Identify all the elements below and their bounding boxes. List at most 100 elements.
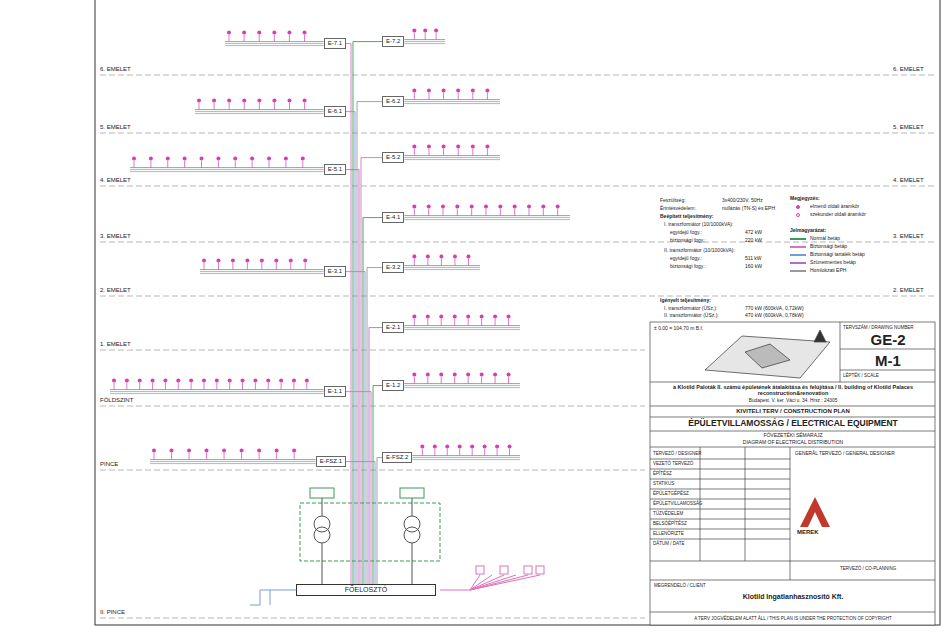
load-symbol [303,99,307,103]
legend-swatch [790,270,806,272]
bus-line [404,215,570,216]
load-stub [514,209,515,216]
floor-level-line [100,296,935,297]
title-block-text: Budapest, V. ker. Váci u. 34. Hrsz.: 243… [654,398,932,404]
load-stub [427,259,428,266]
load-symbol [493,315,497,319]
floor-label: 1. EMELET [100,341,131,348]
legend-swatch [790,262,806,264]
load-stub [427,377,428,384]
title-block-text: GE-2 [843,331,933,348]
legend-text: elmenő oldali áramkör [810,204,859,210]
load-stub [285,161,286,168]
load-stub [201,161,202,168]
load-symbol [279,379,283,383]
load-stub [268,383,269,390]
mv-cell [310,488,334,498]
floor-label: II. PINCE [100,609,125,616]
load-symbol [274,259,278,263]
load-stub [289,35,290,42]
load-stub [543,209,544,216]
load-stub [206,453,207,460]
distribution-board: E-6.2 [382,96,404,107]
load-stub [434,449,435,456]
title-block-text: MEREK [797,529,819,536]
load-stub [509,449,510,456]
table-row-line [650,509,790,510]
note-text: 511 kW [745,256,762,262]
title-block-text: DIAGRAM OF ELECTRICAL DISTRIBUTION [654,440,932,446]
legend-symbol [796,205,800,209]
note-text: Érintésvédelem: [660,206,696,212]
load-symbol [412,315,416,319]
load-symbol [272,31,276,35]
load-symbol [149,157,153,161]
substation-equipment [250,488,544,605]
load-stub [232,263,233,270]
board-name: E-1.1 [328,388,342,395]
bus-line [195,113,324,114]
legend-swatch [790,246,806,248]
load-symbol [189,379,193,383]
feeder-cable [346,272,365,584]
load-symbol [287,99,291,103]
load-symbol [170,449,174,453]
load-symbol [305,379,309,383]
load-symbol [412,255,416,259]
load-stub [414,259,415,266]
load-stub [472,93,473,100]
load-stub [454,319,455,326]
load-symbol [257,31,261,35]
load-symbol [303,31,307,35]
bus-line [404,101,500,102]
load-symbol [176,379,180,383]
load-symbol [240,449,244,453]
load-symbol [245,259,249,263]
load-stub [436,33,437,40]
load-symbol [453,373,457,377]
load-symbol [151,379,155,383]
load-symbol [441,205,445,209]
title-block-text: GENERÁL TERVEZŐ / GENERAL DESIGNER [795,451,895,457]
load-stub [495,377,496,384]
load-stub [472,149,473,156]
load-symbol [231,259,235,263]
load-stub [468,377,469,384]
title-block-text: TERVEZŐ / CO-PLANNING [840,566,896,571]
note-text: I. transzformátor (10/1000kVA): [664,222,733,228]
load-symbol [480,315,484,319]
load-symbol [470,445,474,449]
note-text: 770 kW (600kVA, 0,72kW) [745,306,804,312]
load-symbol [216,259,220,263]
load-symbol [541,205,545,209]
load-symbol [426,315,430,319]
north-arrow [814,330,826,342]
load-symbol [200,157,204,161]
load-symbol [132,157,136,161]
load-symbol [427,205,431,209]
load-symbol [287,31,291,35]
load-stub [229,103,230,110]
bus-line [404,219,570,220]
title-block-text: ÉPÍTÉSZ [653,471,672,476]
title-block-text: KIVITELI TERV / CONSTRUCTION PLAN [654,408,932,415]
load-stub [218,161,219,168]
bus-line [404,39,445,40]
load-stub [134,161,135,168]
feeder-cable [367,268,382,584]
load-stub [184,161,185,168]
floor-label: FÖLDSZINT [100,397,133,404]
transformer-symbol [314,527,330,543]
breaker-symbol [476,566,484,574]
load-symbol [412,373,416,377]
bus-line [404,383,520,384]
feeder-wire [322,543,323,584]
distribution-buses [110,29,570,464]
floor-level-line [100,186,935,187]
legend-text: Homlokzati EPH [810,268,846,274]
load-stub [487,149,488,156]
load-stub [252,161,253,168]
load-stub [414,319,415,326]
feeder-cable [346,112,355,584]
